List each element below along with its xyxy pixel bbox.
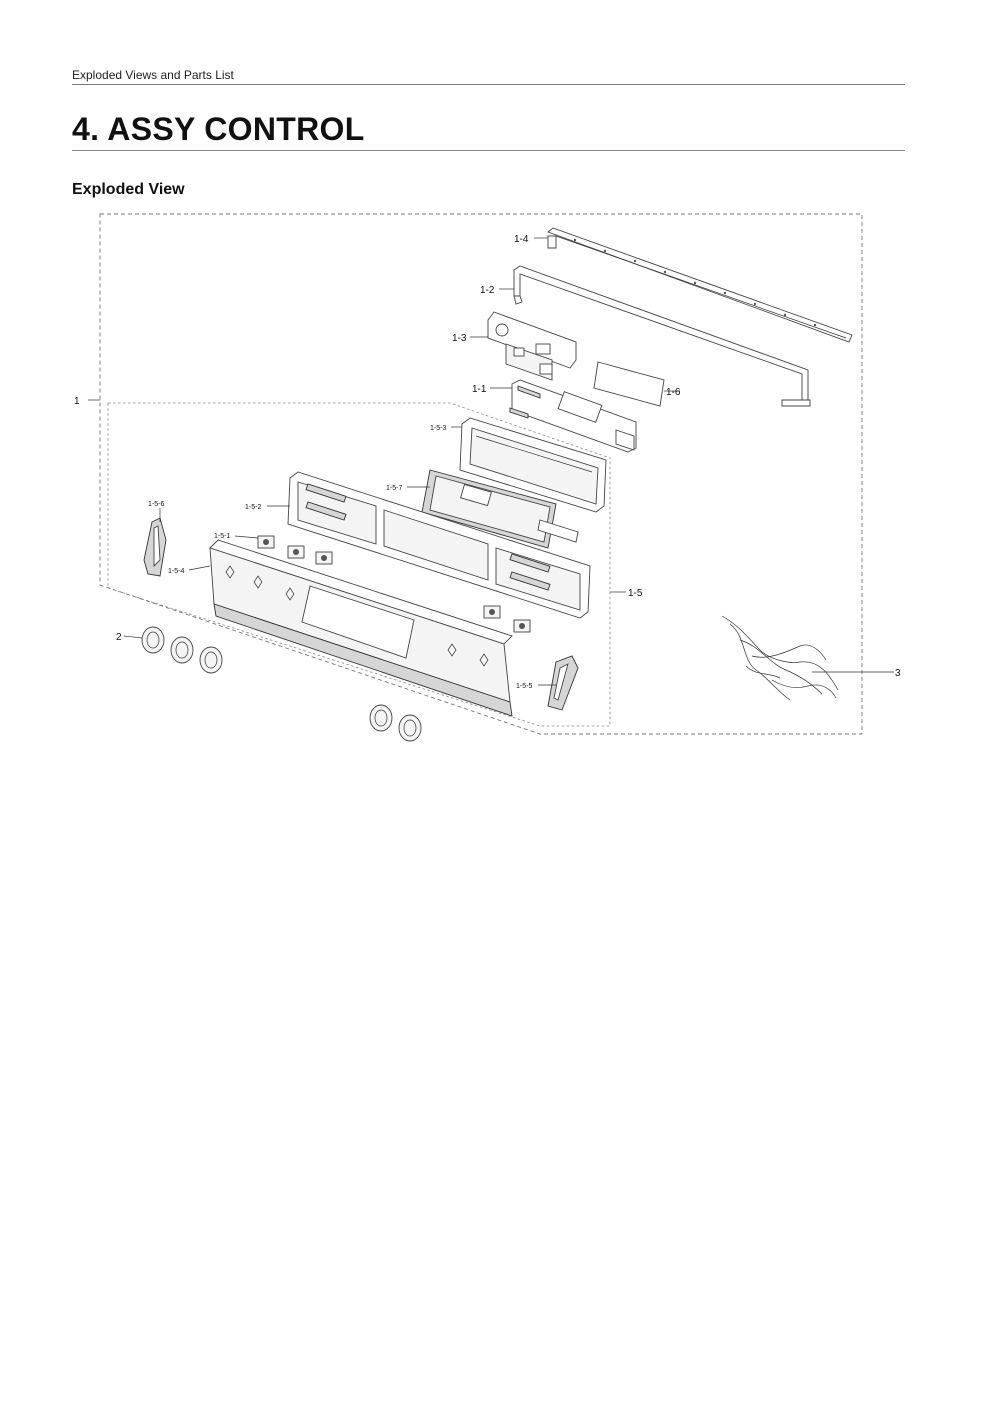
leader-lines	[88, 237, 894, 686]
callout-3: 3	[895, 668, 901, 679]
callout-1-2: 1-2	[480, 285, 495, 296]
part-3-wire-harness	[721, 615, 839, 701]
callout-1: 1	[74, 396, 80, 407]
callout-1-4: 1-4	[514, 234, 529, 245]
running-header: Exploded Views and Parts List	[72, 68, 234, 82]
part-1-2-bracket	[513, 265, 811, 407]
callout-1-5-2: 1-5-2	[245, 504, 261, 511]
callout-1-1: 1-1	[472, 384, 487, 395]
page-title: 4. ASSY CONTROL	[72, 111, 365, 147]
callout-1-5-6: 1-5-6	[148, 501, 164, 508]
assembly-1-5-boundary	[107, 402, 611, 727]
section-title: Exploded View	[72, 181, 185, 198]
part-1-5-2-housing	[287, 471, 591, 619]
header-rule	[72, 84, 905, 85]
part-1-4-trim	[547, 227, 853, 343]
callout-1-3: 1-3	[452, 333, 467, 344]
callout-1-6: 1-6	[666, 387, 681, 398]
callout-1-5-5: 1-5-5	[516, 683, 532, 690]
callout-1-5: 1-5	[628, 588, 643, 599]
callout-1-5-7: 1-5-7	[386, 485, 402, 492]
callout-1-5-1: 1-5-1	[214, 533, 230, 540]
part-1-5-5-side-bracket	[547, 655, 579, 711]
callout-2: 2	[116, 632, 122, 643]
part-1-5-7-display-window	[421, 469, 579, 549]
part-1-1-board	[509, 379, 637, 453]
part-2-knobs	[141, 626, 422, 742]
part-1-5-4-panel	[209, 539, 513, 717]
part-1-5-6-side-bracket	[143, 517, 167, 577]
part-1-5-3-display-frame	[459, 417, 607, 513]
part-1-5-1-switches	[257, 535, 531, 633]
title-rule	[72, 150, 905, 151]
part-1-3-pcb-bracket	[487, 311, 577, 381]
assembly-1-boundary	[99, 213, 863, 735]
callout-1-5-4: 1-5-4	[168, 568, 184, 575]
part-1-6-label	[593, 361, 665, 407]
callout-1-5-3: 1-5-3	[430, 425, 446, 432]
